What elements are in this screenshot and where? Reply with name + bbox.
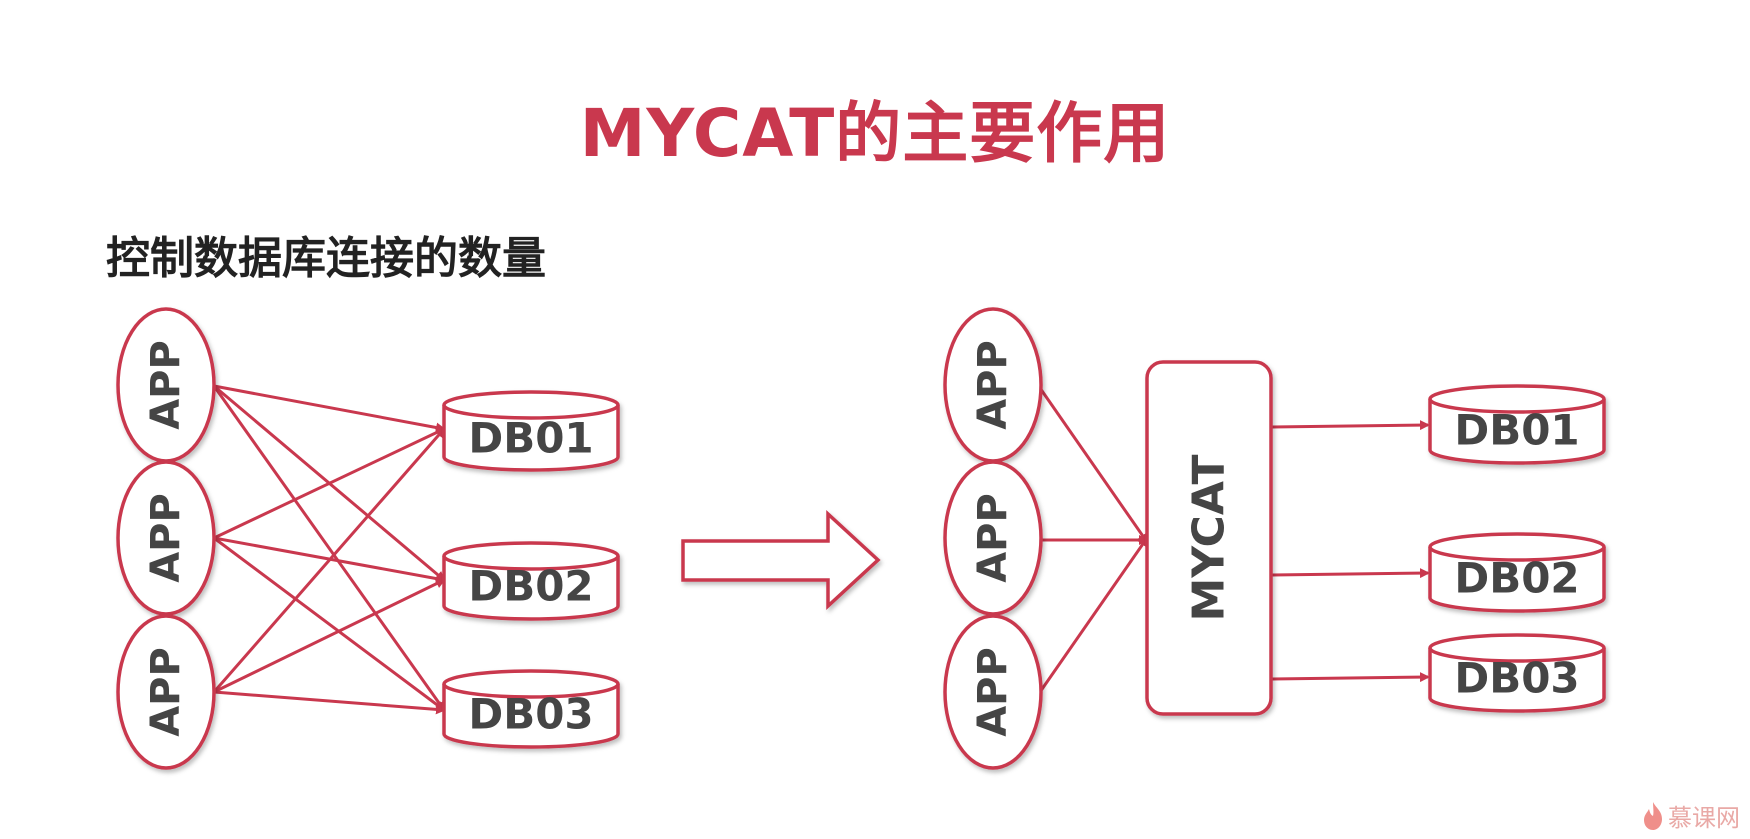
left-edge-app2-db01 — [213, 427, 446, 540]
right-app-node-2: APP — [943, 460, 1043, 616]
right-db-label-2: DB02 — [1454, 554, 1579, 603]
left-edge-app2-db03 — [213, 536, 446, 712]
left-app-node-2: APP — [116, 460, 216, 616]
right-edge-mycat-db01 — [1271, 420, 1430, 431]
right-edges — [1038, 387, 1430, 693]
right-edge-app1-mycat — [1038, 387, 1149, 544]
flame-logo-icon — [1644, 801, 1662, 830]
left-edge-app1-db03 — [212, 385, 446, 712]
left-edge-app1-db01 — [213, 384, 446, 433]
left-app-node-3: APP — [116, 614, 216, 770]
left-db-label-2: DB02 — [468, 562, 593, 611]
right-block-arrow-icon — [681, 510, 881, 610]
watermark: 慕课网 — [1642, 798, 1740, 833]
slide-title: MYCAT的主要作用 — [579, 95, 1171, 172]
slide-subtitle: 控制数据库连接的数量 — [106, 233, 546, 284]
left-app-label-3: APP — [143, 647, 189, 737]
right-db-node-2: DB02 — [1428, 532, 1606, 613]
right-diagram: APP APP APP MYCAT DB01 DB02 DB03 — [943, 307, 1606, 770]
left-db-label-1: DB01 — [468, 414, 593, 463]
left-app-node-1: APP — [116, 307, 216, 463]
left-app-label-2: APP — [143, 493, 189, 583]
right-app-label-1: APP — [970, 340, 1016, 430]
right-app-label-3: APP — [970, 647, 1016, 737]
left-edge-app3-db01 — [212, 427, 446, 693]
left-db-node-3: DB03 — [442, 669, 620, 749]
right-db-node-1: DB01 — [1428, 384, 1606, 465]
right-app-label-2: APP — [970, 493, 1016, 583]
mycat-label: MYCAT — [1184, 454, 1235, 621]
right-app-node-3: APP — [943, 614, 1043, 770]
watermark-text: 慕课网 — [1668, 804, 1740, 832]
right-app-node-1: APP — [943, 307, 1043, 463]
right-edge-app3-mycat — [1038, 536, 1149, 693]
right-db-node-3: DB03 — [1428, 633, 1606, 713]
left-db-node-2: DB02 — [442, 541, 620, 621]
right-db-label-3: DB03 — [1454, 654, 1579, 703]
right-edge-mycat-db03 — [1271, 672, 1430, 683]
left-db-node-1: DB01 — [442, 390, 620, 472]
left-app-label-1: APP — [143, 340, 189, 430]
left-db-label-3: DB03 — [468, 690, 593, 739]
left-edges — [212, 384, 446, 715]
left-edge-app3-db02 — [213, 578, 446, 694]
mycat-node: MYCAT — [1145, 360, 1273, 716]
right-edge-mycat-db02 — [1271, 568, 1430, 579]
left-edge-app3-db03 — [213, 690, 446, 715]
left-diagram: APP APP APP DB01 DB02 DB03 — [116, 307, 620, 770]
right-db-label-1: DB01 — [1454, 406, 1579, 455]
